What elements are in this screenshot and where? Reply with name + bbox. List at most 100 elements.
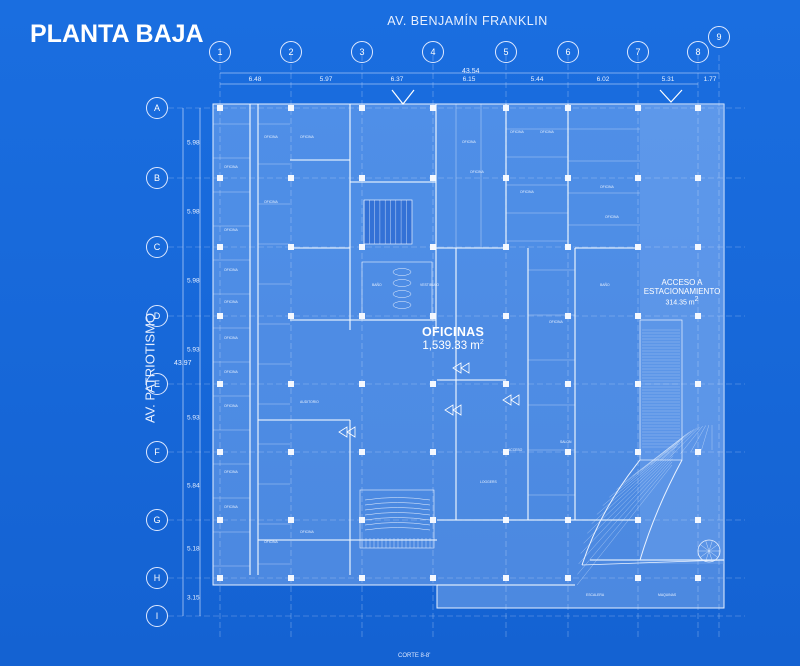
structural-column <box>695 244 701 250</box>
section-cut-label: CORTE 8-8' <box>398 653 431 659</box>
sink-fixture <box>392 279 412 287</box>
structural-column <box>430 449 436 455</box>
structural-column <box>565 575 571 581</box>
top-dimension: 6.48 <box>248 76 262 83</box>
door-swing <box>502 394 520 406</box>
structural-column <box>217 449 223 455</box>
left-dimension: 5.93 <box>187 414 200 422</box>
auditorium-block <box>359 489 435 549</box>
structural-column <box>695 175 701 181</box>
column-marker-6: 6 <box>557 41 579 63</box>
room-label: OFICINA <box>224 268 238 272</box>
column-marker-7: 7 <box>627 41 649 63</box>
top-dimension: 5.97 <box>319 76 333 83</box>
structural-column <box>288 175 294 181</box>
curved-ramp-line <box>583 452 675 544</box>
row-marker-C: C <box>146 236 168 258</box>
spiral-tread <box>708 544 719 552</box>
structural-column <box>217 244 223 250</box>
structural-column <box>635 313 641 319</box>
structural-column <box>430 105 436 111</box>
room-label: OFICINA <box>300 530 314 534</box>
structural-column <box>430 244 436 250</box>
ramp-curve-outer <box>581 459 641 566</box>
auditorium-seat-row <box>364 517 431 521</box>
top-dimension: 5.31 <box>661 76 675 83</box>
room-label: OFICINA <box>264 540 278 544</box>
structural-column <box>695 381 701 387</box>
parking-area-value: 314.35 m2 <box>665 296 699 307</box>
bathroom-block <box>361 261 433 321</box>
structural-column <box>635 244 641 250</box>
curved-ramp-line <box>578 458 673 565</box>
structural-column <box>288 381 294 387</box>
room-label: OFICINA <box>264 135 278 139</box>
left-dimension: 5.93 <box>187 346 200 354</box>
office-area-label: OFICINAS 1,539.33 m2 <box>422 325 484 352</box>
structural-column <box>288 244 294 250</box>
parking-entrance-arrow <box>659 89 683 103</box>
curved-ramp-line <box>650 429 694 465</box>
structural-column <box>288 517 294 523</box>
spiral-tread <box>699 544 710 552</box>
room-label: OFICINA <box>300 135 314 139</box>
top-dimension: 6.02 <box>596 76 610 83</box>
room-label: SALON <box>560 440 572 444</box>
structural-column <box>565 381 571 387</box>
room-label: OFICINA <box>224 165 238 169</box>
room-label: VESTIBULO <box>420 283 440 287</box>
row-marker-A: A <box>146 97 168 119</box>
structural-column <box>359 575 365 581</box>
main-entrance-arrow <box>391 89 415 105</box>
structural-column <box>430 313 436 319</box>
structural-column <box>217 175 223 181</box>
structural-column <box>288 575 294 581</box>
sink-fixture <box>392 268 412 276</box>
top-dimension: 6.37 <box>390 76 404 83</box>
curved-ramp-line <box>587 449 676 534</box>
left-dimension: 3.15 <box>187 594 200 602</box>
door-swing <box>452 362 470 374</box>
structural-column <box>359 244 365 250</box>
left-dimension: 5.98 <box>187 277 200 285</box>
row-marker-H: H <box>146 567 168 589</box>
structural-column <box>430 381 436 387</box>
room-label: OFICINA <box>510 130 524 134</box>
structural-column <box>695 313 701 319</box>
structural-column <box>635 449 641 455</box>
curved-ramp-line <box>577 461 673 575</box>
structural-column <box>359 449 365 455</box>
street-top-label: AV. BENJAMÍN FRANKLIN <box>387 14 548 28</box>
curved-ramp-line <box>680 425 703 454</box>
curved-ramp-line <box>690 425 706 452</box>
curved-ramp-line <box>616 436 684 490</box>
spiral-tread <box>705 540 710 552</box>
structural-column <box>503 449 509 455</box>
sink-fixture <box>392 301 412 309</box>
structural-column <box>217 105 223 111</box>
row-marker-I: I <box>146 605 168 627</box>
spiral-tread <box>705 550 710 562</box>
top-dimension: 6.15 <box>462 76 476 83</box>
parking-area-name-2: ESTACIONAMIENTO <box>643 287 721 296</box>
door-swing <box>444 404 462 416</box>
row-marker-F: F <box>146 441 168 463</box>
parking-area-label: ACCESO A ESTACIONAMIENTO 314.35 m2 <box>638 278 726 306</box>
structural-column <box>635 575 641 581</box>
spiral-tread <box>708 540 713 552</box>
structural-column <box>503 381 509 387</box>
parking-area-name-1: ACCESO A <box>661 278 703 287</box>
auditorium-seat-row <box>364 512 431 516</box>
curved-ramp-line <box>580 455 674 554</box>
room-label: AUDITORIO <box>300 400 319 404</box>
plan-title: PLANTA BAJA <box>30 20 204 48</box>
auditorium-seat-row <box>364 527 431 531</box>
room-label: OFICINA <box>470 170 484 174</box>
row-marker-G: G <box>146 509 168 531</box>
row-marker-D: D <box>146 305 168 327</box>
structural-column <box>430 575 436 581</box>
room-label: ESCALERA <box>586 593 605 597</box>
office-area-value: 1,539.33 m2 <box>422 339 484 352</box>
column-marker-4: 4 <box>422 41 444 63</box>
